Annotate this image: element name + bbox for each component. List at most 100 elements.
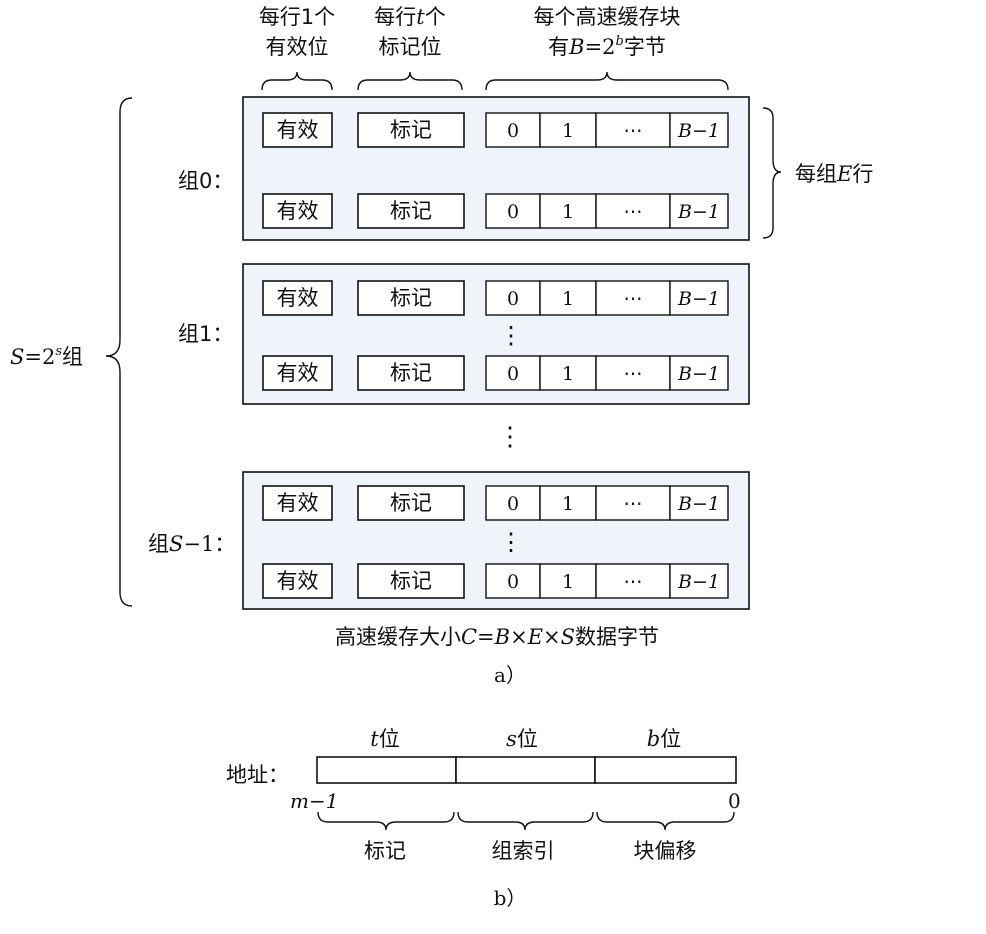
tag-label: 标记 bbox=[390, 199, 432, 223]
block-byte-cell bbox=[669, 563, 729, 599]
block-byte-cell bbox=[595, 563, 671, 599]
valid-bit-cell bbox=[262, 193, 333, 229]
block-byte-cell bbox=[485, 280, 541, 316]
block-byte-cell bbox=[669, 193, 729, 229]
block-byte-cell bbox=[669, 355, 729, 391]
block-bytes-label-2: 有B=2b字节 bbox=[548, 34, 666, 59]
valid-bit-cell bbox=[262, 485, 333, 521]
header-braces bbox=[261, 71, 729, 91]
lines-per-set-label: 每组E行 bbox=[795, 162, 873, 186]
set-1-label: 组1： bbox=[178, 322, 233, 346]
set-labels: 组0： 组1： 组S−1： bbox=[148, 169, 235, 556]
block-byte-cell bbox=[669, 485, 729, 521]
block-byte-label: B−1 bbox=[677, 493, 720, 515]
header-labels: 每行1个 有效位 每行t个 标记位 每个高速缓存块 有B=2b字节 bbox=[259, 5, 681, 59]
tag-field-label: 标记 bbox=[364, 839, 406, 863]
tag-cell bbox=[357, 112, 465, 148]
block-byte-label: ⋯ bbox=[624, 201, 643, 223]
valid-header-brace bbox=[261, 71, 333, 91]
block-byte-cell bbox=[539, 485, 597, 521]
cache-line: 有效 标记 0 1 ⋯ B−1 bbox=[262, 485, 729, 521]
b-bits-label: b位 bbox=[647, 727, 681, 751]
tag-header-brace bbox=[357, 71, 463, 91]
block-byte-label: B−1 bbox=[677, 201, 720, 223]
block-byte-cell bbox=[595, 280, 671, 316]
s-bits-label: s位 bbox=[506, 727, 538, 751]
msb-label: m−1 bbox=[290, 789, 338, 813]
address-layout: 地址： t位 s位 b位 m−1 0 标记 组索引 块偏移 bbox=[226, 727, 741, 863]
cache-size-label: 高速缓存大小C=B×E×S数据字节 bbox=[335, 625, 659, 649]
valid-bit-label: 有效 bbox=[277, 569, 319, 593]
set-index-field-label: 组索引 bbox=[492, 839, 555, 863]
block-byte-label: 0 bbox=[507, 363, 519, 385]
tag-cell bbox=[357, 280, 465, 316]
tag-per-line-label-1: 每行t个 bbox=[374, 5, 445, 29]
num-sets-brace bbox=[105, 97, 133, 607]
num-sets-label: S=2s组 bbox=[10, 344, 83, 369]
tag-label: 标记 bbox=[390, 569, 432, 593]
block-byte-label: B−1 bbox=[677, 571, 720, 593]
block-byte-label: B−1 bbox=[677, 363, 720, 385]
valid-bit-cell bbox=[262, 563, 333, 599]
valid-bit-cell bbox=[262, 112, 333, 148]
block-byte-label: 1 bbox=[562, 288, 574, 310]
lines-vdots: ⋮ bbox=[499, 322, 523, 350]
block-byte-label: 1 bbox=[562, 363, 574, 385]
t-bits-label: t位 bbox=[370, 727, 399, 751]
block-header-brace bbox=[485, 71, 729, 91]
valid-bit-label: 有效 bbox=[277, 199, 319, 223]
block-byte-label: ⋯ bbox=[624, 288, 643, 310]
block-byte-label: ⋯ bbox=[624, 493, 643, 515]
block-byte-label: 0 bbox=[507, 288, 519, 310]
block-byte-label: 1 bbox=[562, 120, 574, 142]
tag-cell bbox=[357, 485, 465, 521]
block-byte-label: 0 bbox=[507, 571, 519, 593]
valid-bit-label: 有效 bbox=[277, 118, 319, 142]
address-tag-field bbox=[316, 756, 457, 784]
block-byte-label: 0 bbox=[507, 201, 519, 223]
tag-per-line-label-2: 标记位 bbox=[379, 35, 442, 59]
valid-bit-label: 有效 bbox=[277, 361, 319, 385]
caption-a: a） bbox=[494, 663, 526, 687]
valid-bit-cell bbox=[262, 355, 333, 391]
block-byte-cell bbox=[669, 112, 729, 148]
set-index-brace bbox=[457, 811, 594, 831]
valid-bit-label: 有效 bbox=[277, 286, 319, 310]
block-byte-cell bbox=[485, 193, 541, 229]
block-byte-label: 0 bbox=[507, 120, 519, 142]
block-byte-cell bbox=[485, 563, 541, 599]
block-byte-cell bbox=[539, 112, 597, 148]
tag-cell bbox=[357, 193, 465, 229]
set-last-label: 组S−1： bbox=[148, 532, 235, 556]
block-offset-field-label: 块偏移 bbox=[634, 839, 697, 863]
valid-bit-label: 有效 bbox=[277, 491, 319, 515]
block-byte-cell bbox=[539, 563, 597, 599]
lsb-label: 0 bbox=[728, 789, 741, 813]
tag-label: 标记 bbox=[390, 491, 432, 515]
block-byte-label: 1 bbox=[562, 201, 574, 223]
block-byte-label: ⋯ bbox=[624, 363, 643, 385]
block-byte-label: 0 bbox=[507, 493, 519, 515]
block-byte-label: B−1 bbox=[677, 120, 720, 142]
address-label: 地址： bbox=[226, 763, 289, 787]
cache-line: 有效 标记 0 1 ⋯ B−1 bbox=[262, 193, 729, 229]
block-byte-cell bbox=[595, 193, 671, 229]
block-byte-label: 1 bbox=[562, 493, 574, 515]
tag-label: 标记 bbox=[390, 286, 432, 310]
valid-per-line-label-2: 有效位 bbox=[266, 35, 329, 59]
block-byte-cell bbox=[669, 280, 729, 316]
tag-cell bbox=[357, 563, 465, 599]
block-byte-cell bbox=[485, 355, 541, 391]
tag-brace bbox=[317, 811, 455, 831]
block-byte-cell bbox=[595, 112, 671, 148]
